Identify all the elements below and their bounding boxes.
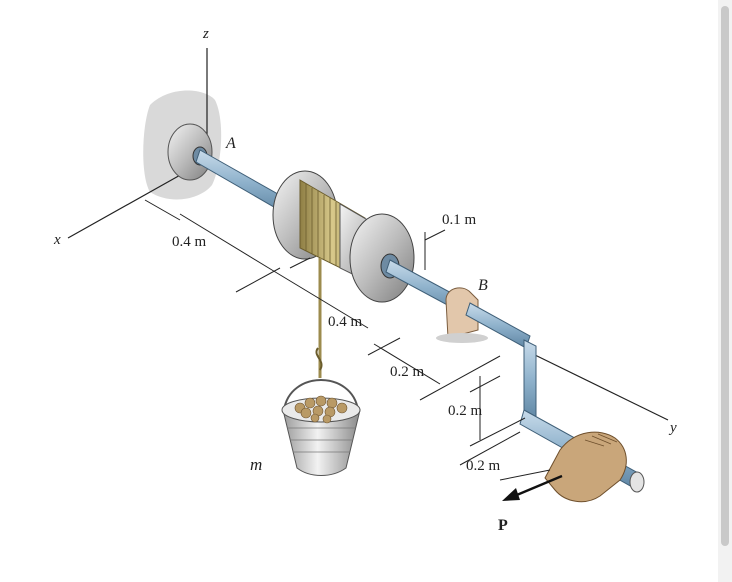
point-a-label: A	[225, 135, 236, 152]
hand-fingers	[584, 433, 618, 447]
scrollbar-thumb[interactable]	[721, 6, 729, 546]
bearing-a-plate	[167, 123, 213, 181]
hand	[544, 431, 627, 503]
mass-label: m	[250, 455, 262, 474]
bucket-pebbles	[294, 395, 348, 424]
y-axis-label: y	[668, 420, 677, 436]
bucket-handle	[283, 379, 359, 411]
x-axis-label: x	[53, 232, 61, 248]
crank-arm	[523, 339, 537, 421]
bearing-b-shadow	[436, 333, 488, 343]
dim-0-2m-second: 0.2 m	[448, 403, 483, 419]
force-label: P	[498, 517, 508, 534]
z-axis-label: z	[202, 26, 209, 42]
dim-0-2m-third: 0.2 m	[466, 458, 501, 474]
bucket-ribs	[287, 427, 356, 453]
bucket-body	[282, 409, 361, 476]
rope-windings	[305, 184, 337, 266]
spool-front-flange	[349, 213, 415, 303]
dim-0-1m: 0.1 m	[442, 212, 477, 228]
force-arrow-head	[502, 488, 520, 501]
dim-0-4m-first: 0.4 m	[172, 234, 207, 250]
y-axis-far	[534, 354, 669, 421]
rope-hook	[315, 347, 323, 371]
dim-0-2m-first: 0.2 m	[390, 364, 425, 380]
point-b-label: B	[478, 277, 488, 294]
dim-0-4m-second: 0.4 m	[328, 314, 363, 330]
crank-end-cap	[629, 471, 645, 493]
force-arrow-shaft	[511, 474, 563, 499]
dimension-lines	[144, 199, 551, 481]
